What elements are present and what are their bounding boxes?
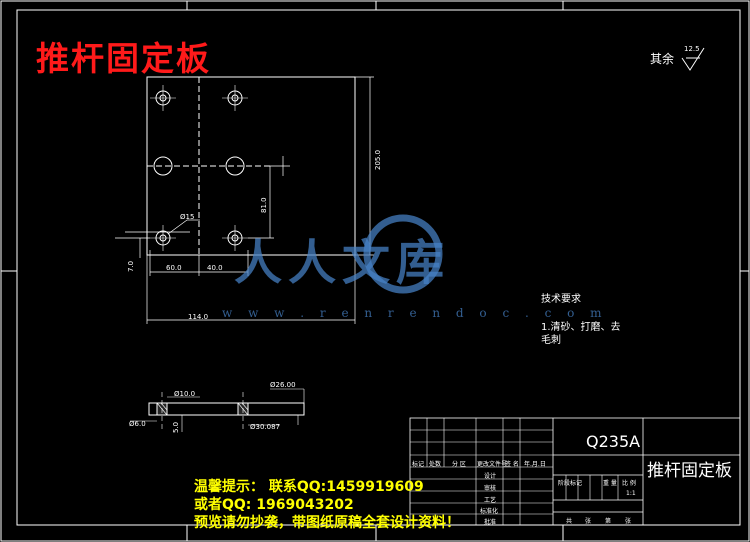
tb-row-label: 标记	[412, 461, 425, 468]
tb-side-label: 审核	[484, 485, 497, 492]
tb-row-label: 分 区	[452, 461, 466, 468]
page-title: 推杆固定板	[36, 39, 211, 78]
dimension-lines	[115, 76, 374, 324]
tb-row-label: 签 名	[505, 461, 519, 468]
tb-stage-label: 阶段标记	[558, 480, 583, 487]
tb-scale: 1:1	[626, 490, 636, 497]
dim-section-bottom: Ø30.087	[250, 423, 281, 431]
dim-section-dia: Ø10.0	[174, 390, 196, 398]
promo-line: 温馨提示： 联系QQ:1459919609	[194, 479, 424, 495]
inner-frame	[16, 9, 741, 526]
center-lines	[150, 85, 248, 251]
tb-row-label: 年.月.日	[524, 461, 546, 468]
watermark-text: 人人文库	[234, 235, 451, 291]
tech-requirement-line: 1.清砂、打磨、去	[541, 322, 621, 333]
material-code: Q235A	[586, 432, 641, 451]
tb-sheet-label: 第	[605, 518, 612, 525]
dim-section-thk: 5.0	[172, 421, 180, 433]
tb-side-label: 标准化	[480, 508, 499, 515]
dim-hole-pitch-h2: 40.0	[207, 264, 223, 272]
dim-width: 114.0	[188, 313, 209, 321]
roughness-value: 12.5	[684, 45, 700, 53]
dim-section-dia2: Ø26.00	[270, 381, 296, 389]
tb-side-label: 设计	[484, 473, 497, 480]
tb-sheet-label: 张	[585, 518, 592, 525]
dim-hole-pitch-v: 81.0	[260, 197, 268, 213]
tb-stage-label: 重 量	[603, 480, 617, 487]
watermark-logo	[363, 214, 443, 294]
promo-line: 预览请勿抄袭，带图纸原稿全套设计资料！	[194, 515, 460, 531]
tb-sheet-label: 张	[625, 518, 632, 525]
watermark-url: w w w . r e n r e n d o c . c o m	[222, 306, 608, 320]
roughness-label: 其余	[650, 52, 675, 66]
tb-stage-label: 比 例	[622, 480, 636, 487]
roughness-symbol	[681, 47, 705, 71]
tb-sheet-label: 共	[566, 518, 573, 525]
tb-row-label: 更改文件号	[477, 461, 508, 468]
part-name: 推杆固定板	[647, 461, 732, 481]
dim-hole-dia: Ø15	[180, 213, 195, 221]
tech-requirement-line: 毛刺	[541, 335, 561, 346]
promo-line: 或者QQ: 1969043202	[194, 497, 354, 513]
tb-row-label: 处数	[429, 461, 442, 468]
dim-section-small: Ø6.0	[129, 420, 146, 428]
title-block	[409, 417, 741, 526]
dim-offset: 7.0	[127, 260, 135, 272]
plate-front-view	[115, 76, 374, 324]
tech-requirements-title: 技术要求	[541, 294, 581, 305]
tb-side-label: 工艺	[484, 497, 497, 504]
tb-side-label: 批准	[484, 519, 497, 526]
section-view	[130, 388, 305, 432]
dim-height: 205.0	[374, 149, 382, 170]
dim-hole-pitch-h1: 60.0	[166, 264, 182, 272]
